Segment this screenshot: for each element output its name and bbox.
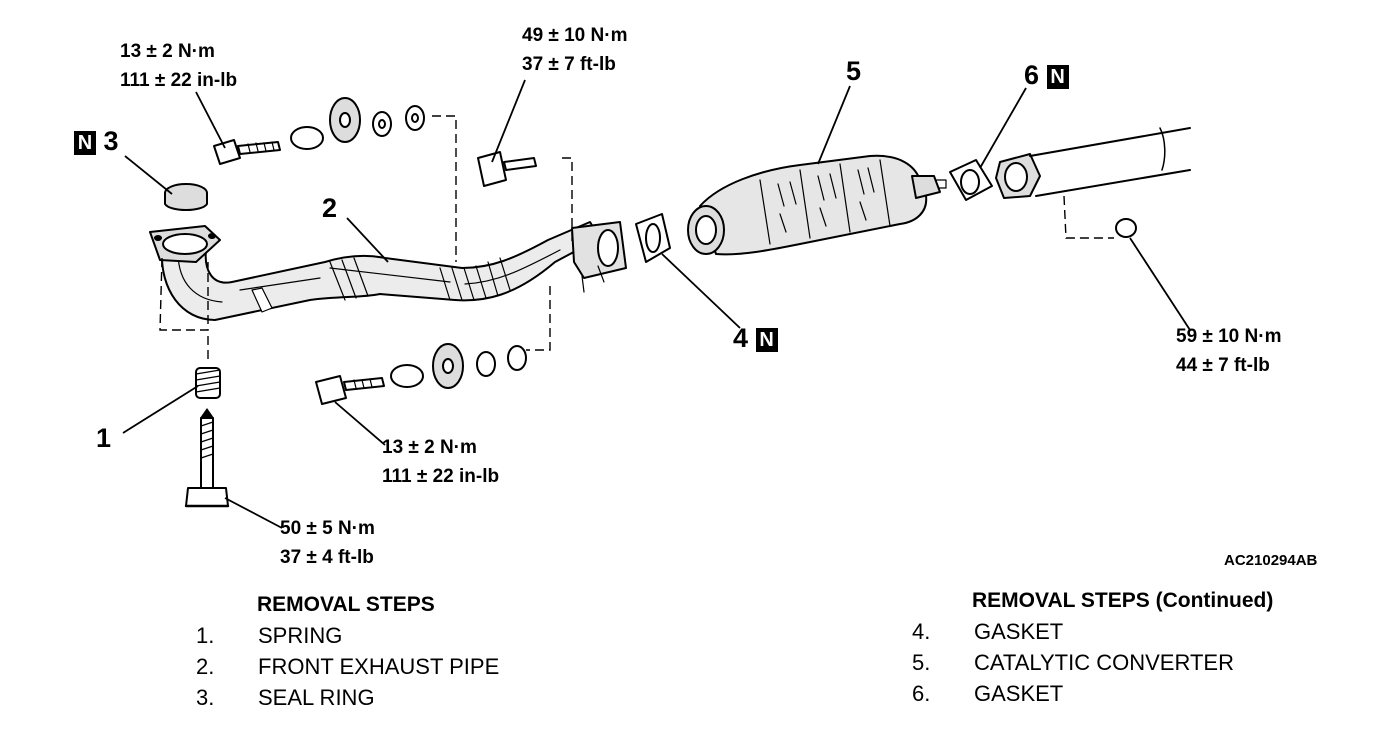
front-exhaust-pipe [149,221,627,321]
removal-steps-title: REMOVAL STEPS [257,593,435,616]
callout-5: 5 [846,56,862,86]
upper-mount-hardware [213,97,425,165]
lower-mount-hardware [315,343,527,405]
callout-6: 6 N [1024,60,1069,90]
torque-lower: 50 ± 5 N·m 37 ± 4 ft-lb [280,518,375,568]
torque-upper-center: 49 ± 10 N·m 37 ± 7 ft-lb [522,25,628,75]
new-part-mark: N [755,327,778,352]
removal-steps-list: 1.SPRING 2.FRONT EXHAUST PIPE 3.SEAL RIN… [196,620,596,713]
callout-2: 2 [322,193,338,223]
callout-1: 1 [96,423,112,453]
list-item: 4.GASKET [912,619,1064,644]
figure-code: AC210294AB [1224,552,1318,569]
torque-middle: 13 ± 2 N·m 111 ± 22 in-lb [382,437,500,487]
gasket-4 [635,213,671,263]
catalytic-converter [687,154,947,256]
new-part-mark: N [74,130,96,155]
torque-right: 59 ± 10 N·m 44 ± 7 ft-lb [1176,326,1282,376]
removal-steps-continued-list: 4.GASKET 5.CATALYTIC CONVERTER 6.GASKET [912,616,1332,709]
gasket-6 [949,159,993,201]
bolt-arrow-icon [200,408,214,418]
callout-3: N 3 [74,126,119,156]
rear-pipe [995,127,1191,238]
new-part-mark: N [1046,64,1069,89]
lower-bolt [184,417,230,508]
list-item: 6.GASKET [912,681,1064,706]
list-item: 2.FRONT EXHAUST PIPE [196,654,500,679]
callout-4: 4 N [733,323,778,353]
list-item: 3.SEAL RING [196,685,375,710]
upper-center-bolt [477,151,537,187]
list-item: 5.CATALYTIC CONVERTER [912,650,1234,675]
torque-upper-left: 13 ± 2 N·m 111 ± 22 in-lb [120,41,238,91]
spring [195,367,221,399]
exhaust-diagram [122,79,1191,529]
seal-ring [164,183,208,211]
removal-steps-continued-title: REMOVAL STEPS (Continued) [972,589,1274,612]
list-item: 1.SPRING [196,623,343,648]
